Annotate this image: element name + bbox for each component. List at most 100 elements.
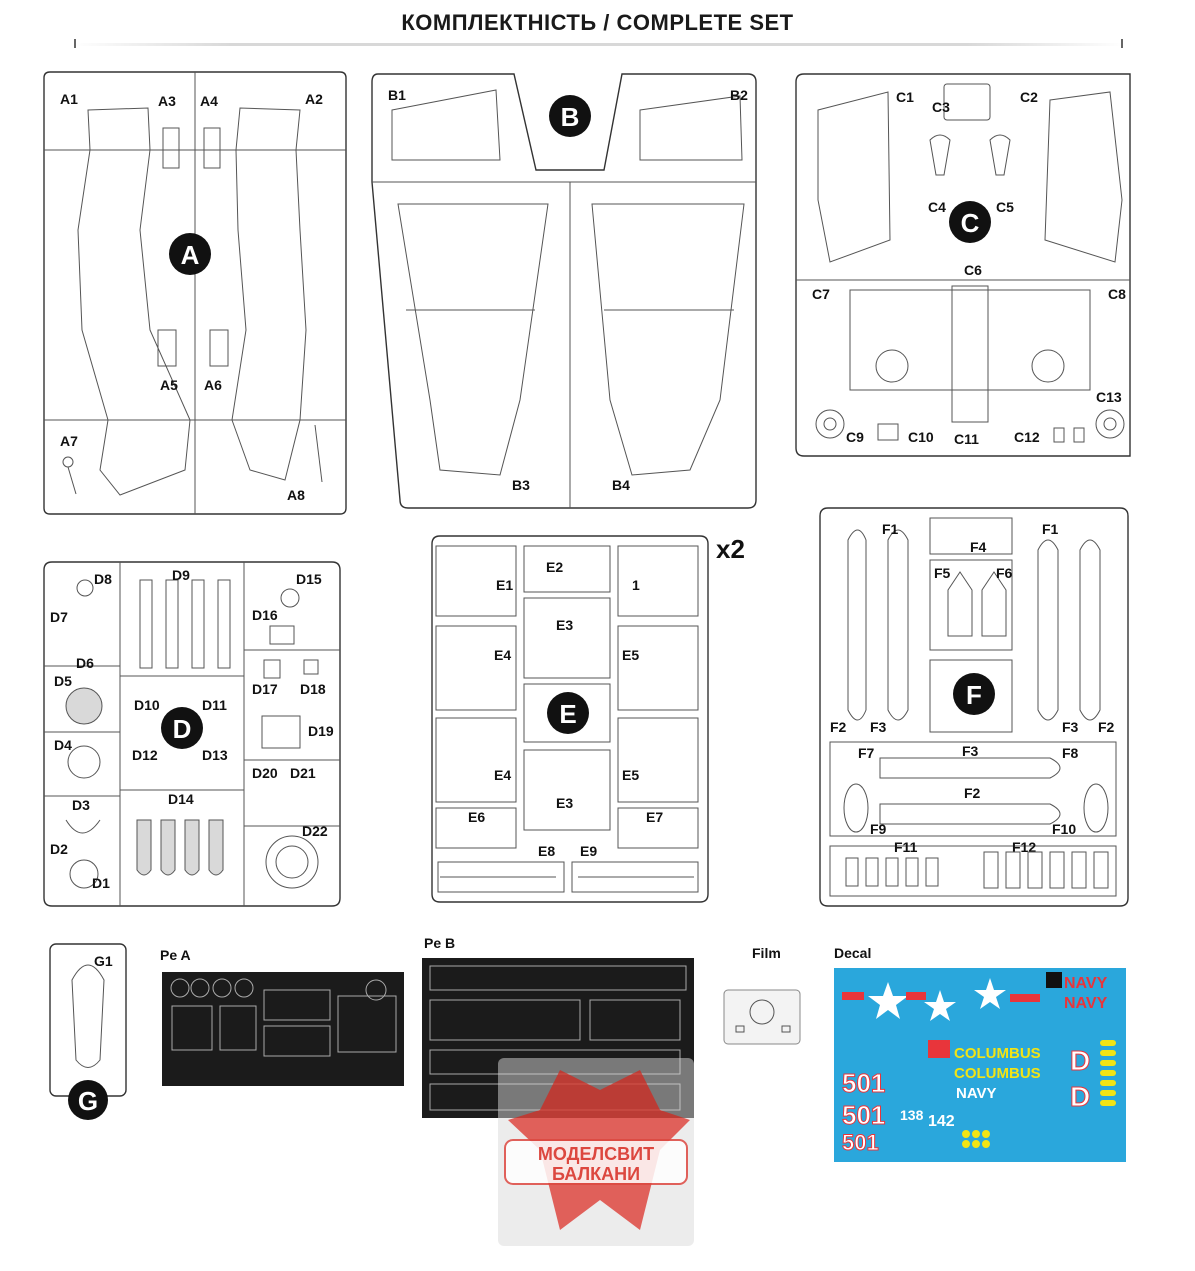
- part-label-c4: C4: [928, 199, 946, 215]
- part-label-d6: D6: [76, 655, 94, 671]
- decal-d-2: D: [1070, 1081, 1090, 1112]
- part-label-c10: C10: [908, 429, 934, 445]
- part-label-f8: F8: [1062, 745, 1079, 761]
- part-label-b4: B4: [612, 477, 630, 493]
- sprue-a-letter: A: [181, 240, 200, 270]
- part-label-g1: G1: [94, 953, 113, 969]
- part-label-d2: D2: [50, 841, 68, 857]
- part-label-c6: C6: [964, 262, 982, 278]
- part-label-d16: D16: [252, 607, 278, 623]
- part-label-c12: C12: [1014, 429, 1040, 445]
- sprue-b: B B1 B2 B3 B4: [371, 73, 757, 509]
- part-label-d9: D9: [172, 567, 190, 583]
- decal-sheet: Decal NAVY NAVY COLUMBUS COLUMBUS NAVY 5…: [834, 945, 1126, 1162]
- part-label-c3: C3: [932, 99, 950, 115]
- part-label-f3-bottom: F3: [962, 743, 979, 759]
- part-label-f1-right: F1: [1042, 521, 1059, 537]
- part-label-c2: C2: [1020, 89, 1038, 105]
- sprue-e-multiplier: x2: [716, 534, 745, 564]
- part-label-f7: F7: [858, 745, 875, 761]
- part-label-d20: D20: [252, 765, 278, 781]
- sprue-c-badge: [949, 201, 991, 243]
- part-label-d8: D8: [94, 571, 112, 587]
- film-label: Film: [752, 945, 781, 961]
- sprue-g-badge: [68, 1080, 108, 1120]
- decal-501-2: 501: [842, 1100, 885, 1130]
- part-label-c5: C5: [996, 199, 1014, 215]
- sprue-a-badge: [169, 233, 211, 275]
- part-label-e5-top: E5: [622, 647, 639, 663]
- part-label-e4-bottom: E4: [494, 767, 511, 783]
- part-label-f10: F10: [1052, 821, 1076, 837]
- decal-navy-3: NAVY: [956, 1085, 997, 1102]
- part-label-c8: C8: [1108, 286, 1126, 302]
- part-label-d1: D1: [92, 875, 110, 891]
- sprue-e: E x2 E1 E2 1 E3 E4 E5 E4 E5 E3 E6 E7 E8 …: [431, 534, 745, 903]
- part-label-c7: C7: [812, 286, 830, 302]
- part-label-f2-right: F2: [1098, 719, 1115, 735]
- part-label-b3: B3: [512, 477, 530, 493]
- decal-138: 138: [900, 1107, 924, 1123]
- sprue-c-letter: C: [961, 208, 980, 238]
- decal-501-1: 501: [842, 1068, 885, 1098]
- part-label-e5-bottom: E5: [622, 767, 639, 783]
- part-label-c1: C1: [896, 89, 914, 105]
- part-label-f2-bottom: F2: [964, 785, 981, 801]
- part-label-d13: D13: [202, 747, 228, 763]
- part-label-d22: D22: [302, 823, 328, 839]
- part-label-a1: A1: [60, 91, 78, 107]
- part-label-d7: D7: [50, 609, 68, 625]
- part-label-f2-left: F2: [830, 719, 847, 735]
- part-label-d10: D10: [134, 697, 160, 713]
- sprue-a: A A1 A2 A3 A4 A5 A6 A7 A8: [43, 71, 347, 515]
- sprue-g-letter: G: [78, 1086, 98, 1116]
- sprue-f: F F1 F4 F1 F5 F6 F2 F3 F3 F2 F7 F3 F8 F2…: [819, 507, 1129, 907]
- photo-etch-a: Pe A: [160, 947, 404, 1086]
- part-label-e7: E7: [646, 809, 663, 825]
- part-label-e2: E2: [546, 559, 563, 575]
- part-label-e1: E1: [496, 577, 513, 593]
- part-label-a8: A8: [287, 487, 305, 503]
- part-label-d18: D18: [300, 681, 326, 697]
- part-label-d15: D15: [296, 571, 322, 587]
- part-label-f11: F11: [894, 839, 918, 855]
- part-label-e9: E9: [580, 843, 597, 859]
- part-label-b2: B2: [730, 87, 748, 103]
- part-label-f5: F5: [934, 565, 951, 581]
- part-label-d21: D21: [290, 765, 316, 781]
- part-label-a7: A7: [60, 433, 78, 449]
- decal-columbus-2: COLUMBUS: [954, 1065, 1041, 1082]
- decal-navy-1: NAVY: [1064, 975, 1108, 992]
- part-label-d12: D12: [132, 747, 158, 763]
- part-label-d3: D3: [72, 797, 90, 813]
- pe-a-label: Pe A: [160, 947, 191, 963]
- decal-navy-2: NAVY: [1064, 995, 1108, 1012]
- divider-tick-right: [1121, 39, 1123, 48]
- pe-b-label: Pe B: [424, 935, 455, 951]
- part-label-f6: F6: [996, 565, 1013, 581]
- part-label-d4: D4: [54, 737, 72, 753]
- sprue-c: C C1 C2 C3 C4 C5 C6 C7 C8 C9 C10 C11 C12…: [795, 73, 1131, 457]
- page-title: КОМПЛЕКТНІСТЬ / COMPLETE SET: [401, 10, 794, 35]
- decal-501-3: 501: [842, 1130, 879, 1155]
- part-label-a3: A3: [158, 93, 176, 109]
- part-label-e4-top: E4: [494, 647, 511, 663]
- decal-142: 142: [928, 1113, 955, 1130]
- sprue-e-letter: E: [559, 699, 576, 729]
- part-label-a5: A5: [160, 377, 178, 393]
- part-label-e8: E8: [538, 843, 555, 859]
- sprue-b-letter: B: [561, 102, 580, 132]
- part-label-d5: D5: [54, 673, 72, 689]
- part-label-f12: F12: [1012, 839, 1036, 855]
- film-sheet: Film: [723, 945, 801, 1045]
- watermark-line-2: БАЛКАНИ: [552, 1164, 640, 1184]
- title-divider: [74, 43, 1124, 46]
- divider-tick-left: [74, 39, 76, 48]
- part-label-f3-right: F3: [1062, 719, 1079, 735]
- watermark-logo: МОДЕЛСВИТ БАЛКАНИ: [498, 1058, 694, 1246]
- sprue-f-badge: [953, 673, 995, 715]
- part-label-d14: D14: [168, 791, 194, 807]
- sprue-d: D D1 D2 D3 D4 D5 D6 D7 D8 D9 D10 D11 D12…: [43, 561, 341, 907]
- part-label-a4: A4: [200, 93, 218, 109]
